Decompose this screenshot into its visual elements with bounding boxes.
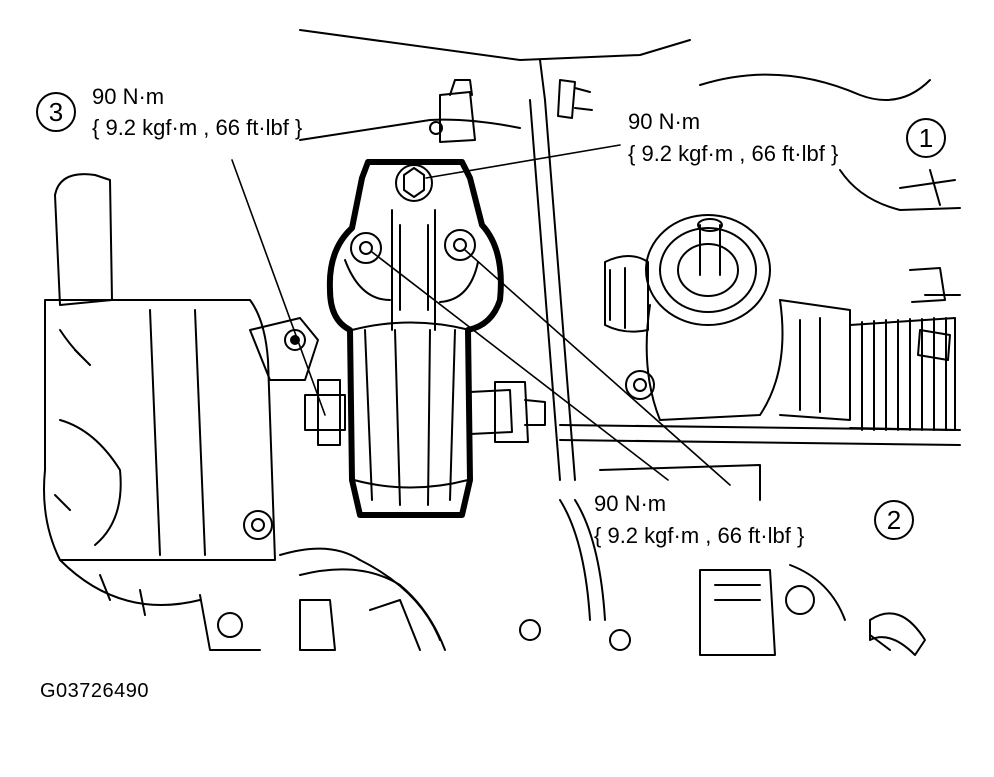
steering-gear-outline xyxy=(559,214,961,501)
callout-1-spec: { 9.2 kgf·m , 66 ft·lbf } xyxy=(628,141,839,166)
left-bolt xyxy=(350,232,382,264)
engine-mount-bracket xyxy=(326,159,504,518)
callout-1-number: 1 xyxy=(906,118,946,158)
top-bolt xyxy=(395,164,433,202)
lower-components-outline xyxy=(59,499,926,656)
upper-harness-outline xyxy=(299,29,961,481)
leader-callout-3 xyxy=(231,159,326,416)
callout-2-number: 2 xyxy=(874,500,914,540)
callout-3-torque: 90 N·m xyxy=(92,84,165,109)
through-bolt xyxy=(304,379,546,446)
leader-callout-2a xyxy=(371,251,669,481)
engine-block-outline xyxy=(43,173,319,561)
callout-2-torque: 90 N·m xyxy=(594,491,667,516)
steering-boot xyxy=(849,317,956,431)
leader-callout-1 xyxy=(425,144,621,179)
callout-3-number: 3 xyxy=(36,92,76,132)
leader-lines xyxy=(231,144,731,486)
callout-3-spec: { 9.2 kgf·m , 66 ft·lbf } xyxy=(92,115,303,140)
right-bolt xyxy=(444,229,476,261)
callout-2-spec: { 9.2 kgf·m , 66 ft·lbf } xyxy=(594,523,805,548)
leader-callout-2b xyxy=(464,249,731,486)
callout-1-torque: 90 N·m xyxy=(628,109,701,134)
figure-code: G03726490 xyxy=(40,680,150,702)
